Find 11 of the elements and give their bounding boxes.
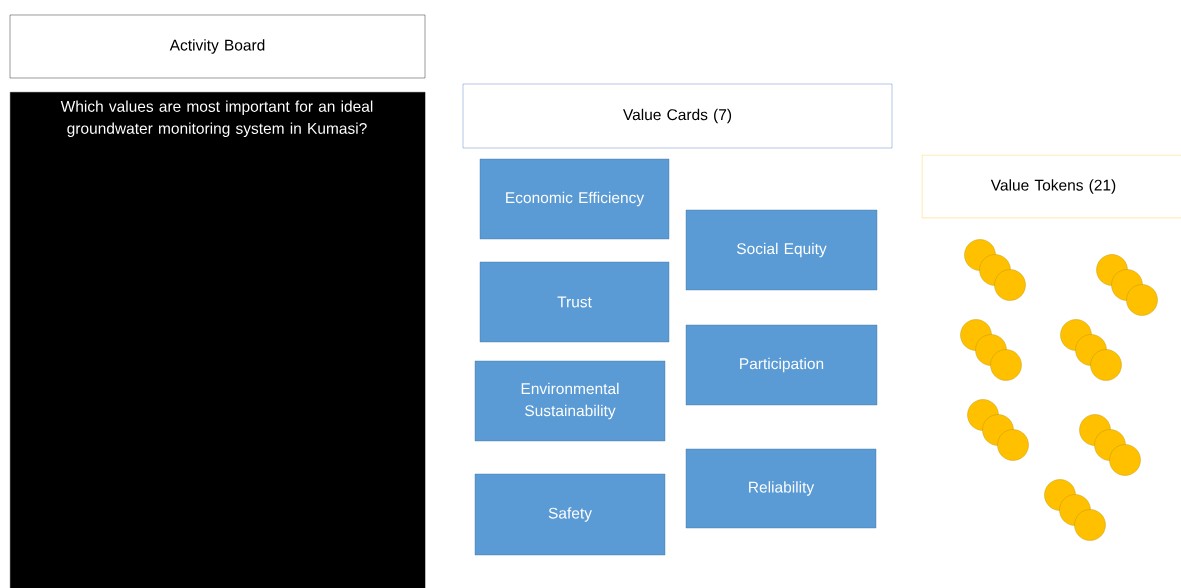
value-card: Economic Efficiency [479,158,670,240]
value-card: Environmental Sustainability [474,360,666,442]
header-box: Value Cards (7) [462,83,893,149]
value-card: Safety [474,473,666,556]
header-box: Activity Board [9,14,426,79]
value-card: Participation [685,324,878,406]
header-box: Value Tokens (21) [921,154,1181,219]
value-card: Social Equity [685,209,878,291]
value-card: Trust [479,261,670,343]
question-board: Which values are most important for an ideal groundwater monitoring system in Kumasi? [10,92,426,588]
value-card: Reliability [685,448,877,529]
